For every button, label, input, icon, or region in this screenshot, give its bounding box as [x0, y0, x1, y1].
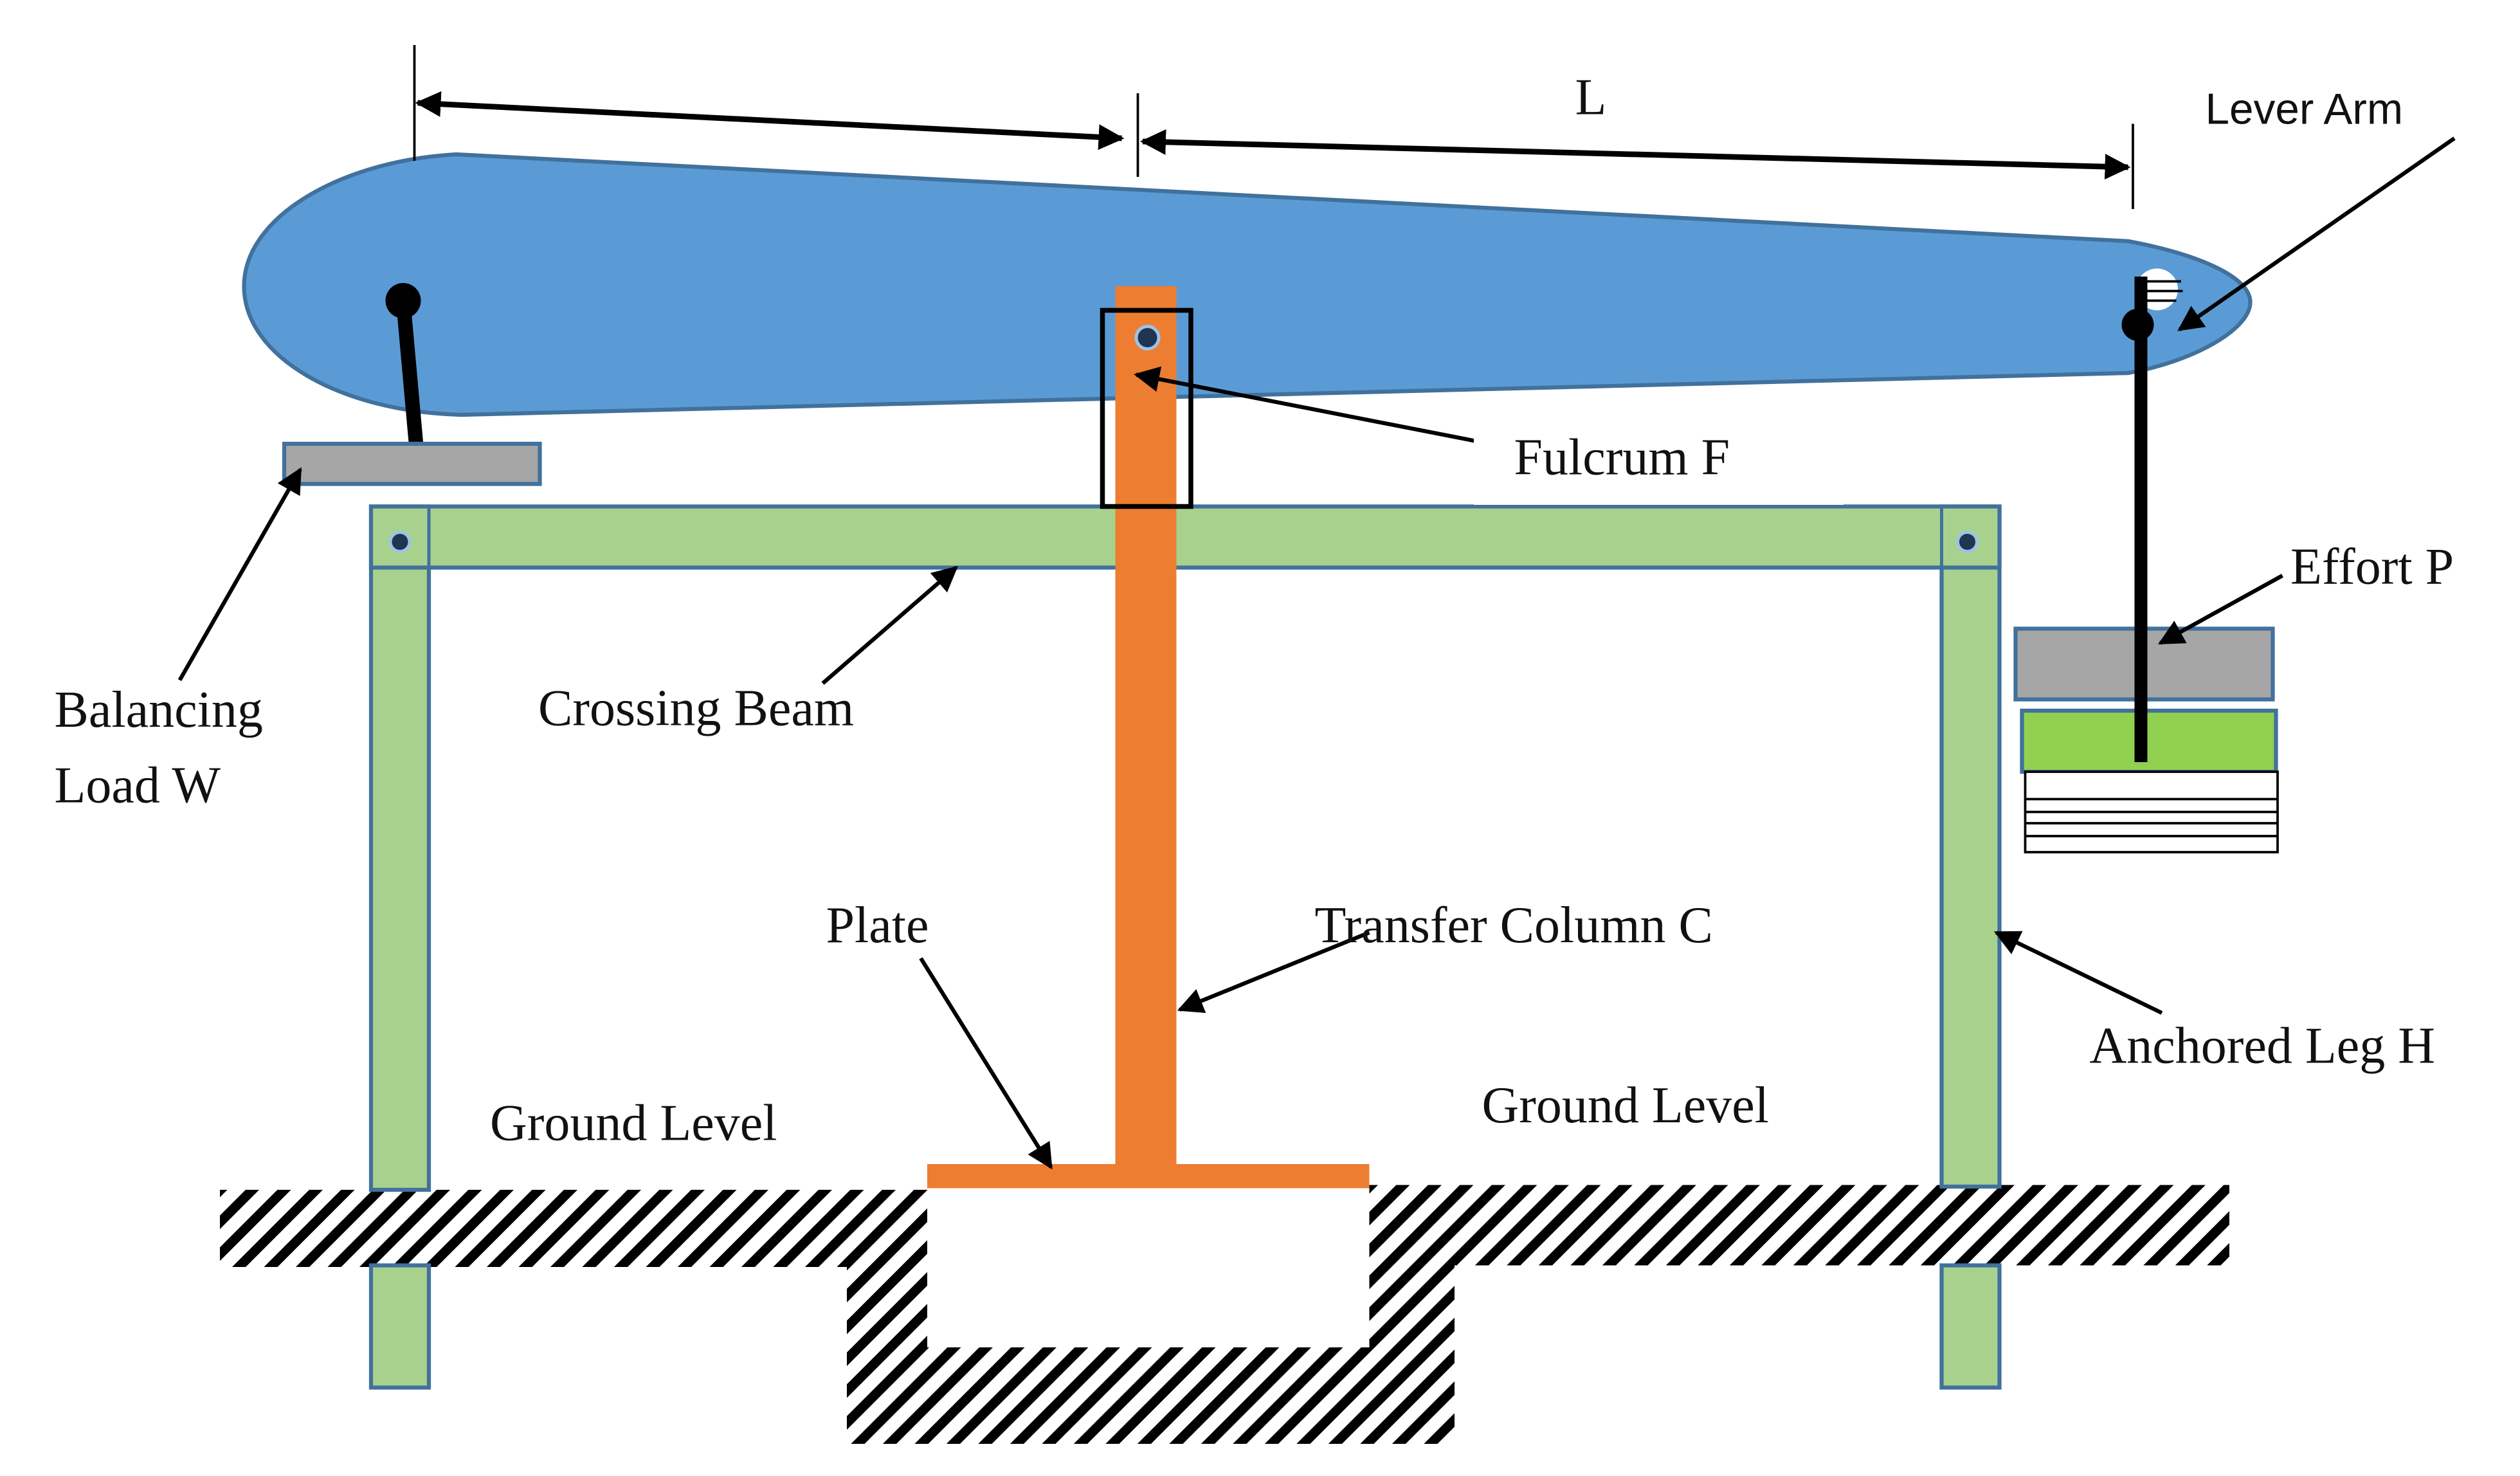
anchored-leg	[1939, 504, 2002, 1189]
ground-level-left-label: Ground Level	[490, 1095, 777, 1152]
crossing-beam-label: Crossing Beam	[538, 680, 854, 737]
arrow-icon	[2177, 136, 2456, 332]
balancing-load-link	[395, 300, 424, 445]
pin-joint-icon	[388, 531, 412, 553]
pin-joint-icon	[385, 283, 421, 318]
balancing-load-label-line1: Balancing	[55, 682, 263, 738]
length-dimension	[415, 91, 2134, 209]
ground-hatch-left	[220, 1190, 927, 1267]
effort-assembly	[2013, 277, 2279, 853]
pin-joint-icon	[2121, 309, 2154, 341]
arrow-icon	[1993, 931, 2163, 1015]
arrow-icon	[1177, 931, 1370, 1013]
fulcrum-box	[1100, 307, 1193, 509]
arrow-icon	[415, 91, 1125, 150]
balancing-load-label-line2: Load W	[55, 758, 221, 814]
plate-label: Plate	[826, 897, 929, 954]
length-label: L	[1575, 69, 1607, 126]
arrow-icon	[2157, 574, 2284, 645]
lever-arm-body	[242, 152, 2253, 417]
left-leg	[368, 504, 431, 1192]
anchored-leg-lower	[1939, 1263, 2002, 1390]
left-leg-lower	[368, 1263, 431, 1390]
plate	[927, 1164, 1370, 1189]
arrow-icon	[919, 957, 1053, 1170]
lever-arm-label: Lever Arm	[2206, 86, 2404, 134]
transfer-column-label: Transfer Column C	[1315, 897, 1713, 954]
ground-level-right-label: Ground Level	[1482, 1077, 1770, 1134]
effort-label: Effort P	[2290, 539, 2454, 596]
arrow-icon	[177, 467, 302, 682]
lever-arm	[242, 45, 2253, 509]
effort-stack	[2024, 770, 2279, 853]
fulcrum-column-top	[1115, 286, 1177, 507]
balancing-load-weight	[282, 441, 542, 486]
balancing-load	[282, 283, 542, 486]
fulcrum-label: Fulcrum F	[1514, 430, 1730, 486]
foundation-pit-hatch	[847, 1265, 1455, 1444]
ground	[220, 1185, 2229, 1444]
leader-arrows	[177, 136, 2456, 1170]
ground-hatch-right	[1369, 1185, 2229, 1266]
frame	[368, 504, 2002, 1390]
effort-plate	[2020, 708, 2278, 774]
arrow-icon	[1140, 129, 2131, 180]
arrow-icon	[821, 565, 959, 685]
pin-joint-icon	[1956, 531, 1979, 553]
anchored-leg-label: Anchored Leg H	[2090, 1018, 2436, 1075]
arrow-icon	[1134, 366, 1507, 450]
crossing-beam	[368, 504, 2002, 570]
fulcrum-label-backdrop	[1474, 421, 1844, 505]
pin-joint-icon	[1134, 325, 1161, 351]
labels: L Lever Arm Fulcrum F Effort P Balancing…	[55, 69, 2454, 1152]
